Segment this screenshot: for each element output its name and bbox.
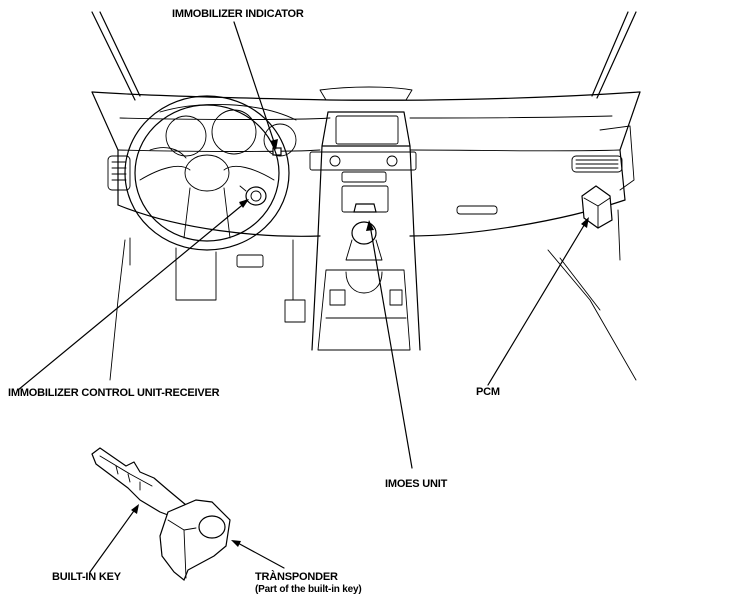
windshield-frame xyxy=(91,11,637,101)
transponder-label: TRÀNSPONDER xyxy=(255,571,338,583)
leader-lines xyxy=(17,21,589,573)
built-in-key-label: BUILT-IN KEY xyxy=(52,571,121,583)
immobilizer-indicator-label: IMMOBILIZER INDICATOR xyxy=(172,8,304,20)
pcm-label: PCM xyxy=(476,386,500,398)
built-in-key-drawing xyxy=(91,447,231,581)
pedals xyxy=(236,239,306,323)
steering-wheel xyxy=(124,95,290,301)
immobilizer-control-unit-label: IMMOBILIZER CONTROL UNIT-RECEIVER xyxy=(8,387,220,399)
transponder-note-label: (Part of the built-in key) xyxy=(255,584,362,595)
imoes-unit-label: IMOES UNIT xyxy=(385,478,448,490)
pcm-module xyxy=(581,185,613,229)
center-stack xyxy=(309,111,421,351)
gauge-cluster xyxy=(159,103,297,157)
